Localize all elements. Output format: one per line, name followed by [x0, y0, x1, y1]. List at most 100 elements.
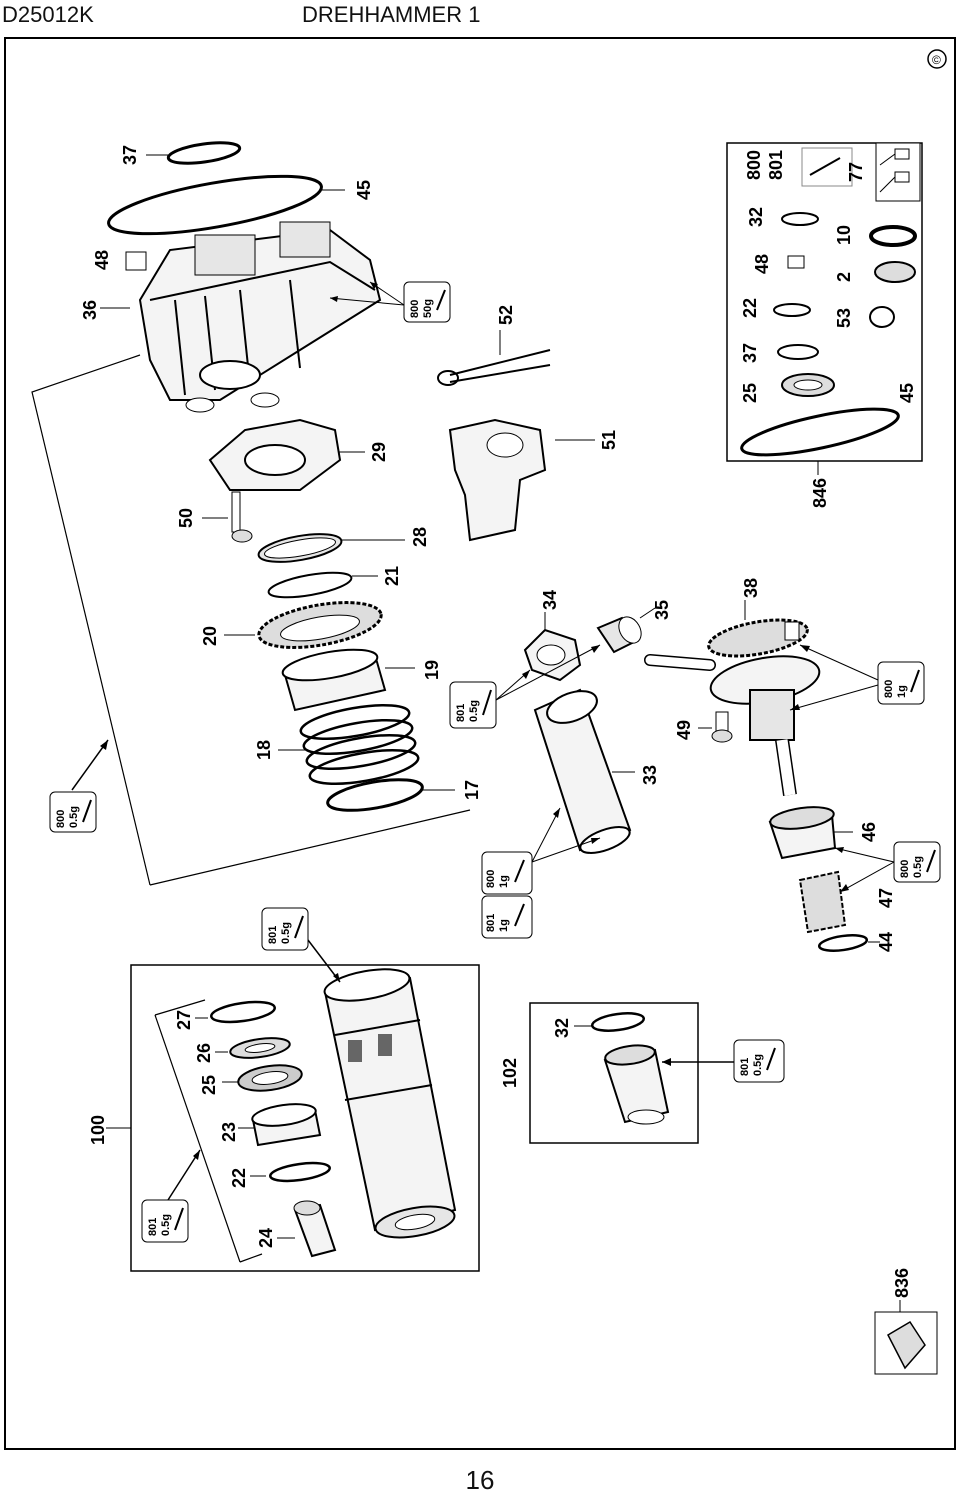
label-kit-800: 800 — [744, 150, 764, 180]
callout-label: 800 — [883, 680, 895, 698]
bearing-46 — [768, 806, 837, 860]
callout-label: 0.5g — [280, 922, 292, 944]
label-102: 102 — [500, 1058, 520, 1088]
callout-label: 1g — [896, 685, 908, 698]
label-kit-53: 53 — [834, 308, 854, 328]
assembly-102-box — [529, 1002, 699, 1144]
label-35: 35 — [652, 600, 672, 620]
label-50: 50 — [176, 508, 196, 528]
copyright-circle-icon — [927, 49, 947, 69]
label-22: 22 — [229, 1168, 249, 1188]
label-49: 49 — [674, 720, 694, 740]
callout-label: 801 — [147, 1218, 159, 1236]
label-46: 46 — [859, 822, 879, 842]
label-52: 52 — [496, 305, 516, 325]
callout-label: 0.5g — [752, 1054, 764, 1076]
label-19: 19 — [422, 660, 442, 680]
label-27: 27 — [174, 1010, 194, 1030]
callout-label: 800 — [409, 300, 421, 318]
striker-24 — [293, 1200, 337, 1258]
piston-35 — [596, 616, 642, 654]
callout-label: 0.5g — [912, 856, 924, 878]
assembly-100-box — [130, 964, 480, 1272]
spring-18 — [299, 703, 420, 786]
label-33: 33 — [640, 765, 660, 785]
label-26: 26 — [194, 1043, 214, 1063]
piston-102 — [603, 1044, 670, 1125]
bushing-23 — [251, 1103, 322, 1147]
pinion-47 — [798, 870, 847, 934]
corner-symbol: © — [932, 53, 941, 67]
tool-holder — [323, 968, 457, 1239]
clutch-19 — [281, 648, 387, 712]
page-number: 16 — [465, 1465, 495, 1495]
label-29: 29 — [369, 442, 389, 462]
diagram-title: DREHHAMMER 1 — [302, 2, 481, 27]
callout-label: 801 — [485, 914, 497, 932]
callout-label: 800 — [899, 860, 911, 878]
grease-tag-800-0.5g: 800 0.5g — [49, 791, 97, 833]
label-kit-37: 37 — [740, 343, 760, 363]
label-25: 25 — [199, 1075, 219, 1095]
gear-housing-36 — [138, 221, 382, 413]
switch-part-836 — [887, 1320, 926, 1370]
grease-tag-801-1g: 801 1g — [481, 895, 533, 939]
label-45: 45 — [354, 180, 374, 200]
grease-tag-801-0.5g: 801 0.5g — [449, 681, 497, 729]
label-kit-801: 801 — [766, 150, 786, 180]
callout-label: 1g — [498, 919, 510, 932]
label-kit-25: 25 — [740, 383, 760, 403]
label-kit-32: 32 — [746, 207, 766, 227]
label-kit-48: 48 — [752, 254, 772, 274]
callout-label: 0.5g — [68, 806, 80, 828]
label-846: 846 — [810, 478, 830, 508]
callout-label: 800 — [485, 870, 497, 888]
cylinder-33 — [533, 688, 632, 854]
callout-label: 800 — [55, 810, 67, 828]
grease-tag-801-0.5g-top: 801 0.5g — [261, 907, 309, 951]
label-18: 18 — [254, 740, 274, 760]
label-kit-10: 10 — [834, 225, 854, 245]
grease-tag-801-0.5g-left: 801 0.5g — [141, 1199, 189, 1243]
label-28: 28 — [410, 527, 430, 547]
label-100: 100 — [88, 1115, 108, 1145]
label-kit-22: 22 — [740, 298, 760, 318]
callout-label: 0.5g — [468, 700, 480, 722]
label-34: 34 — [540, 590, 560, 610]
callout-label: 50g — [422, 299, 434, 318]
grease-tag-801-0.5g-right: 801 0.5g — [733, 1039, 785, 1083]
label-44: 44 — [876, 932, 896, 952]
label-836: 836 — [892, 1268, 912, 1298]
label-21: 21 — [382, 566, 402, 586]
flange-29 — [208, 418, 342, 491]
model-number: D25012K — [2, 2, 94, 27]
grease-tag-800-0.5g-bearing: 800 0.5g — [893, 841, 941, 883]
label-37: 37 — [120, 145, 140, 165]
label-48: 48 — [92, 250, 112, 270]
callout-label: 801 — [267, 926, 279, 944]
grease-tag-800-1g: 800 1g — [481, 851, 533, 895]
label-24: 24 — [256, 1228, 276, 1248]
label-51: 51 — [599, 430, 619, 450]
callout-label: 1g — [498, 875, 510, 888]
label-20: 20 — [200, 626, 220, 646]
crank-38 — [644, 618, 821, 797]
label-38: 38 — [741, 578, 761, 598]
label-36: 36 — [80, 300, 100, 320]
grease-tag-800-50g: 800 50g — [403, 281, 451, 323]
label-32: 32 — [552, 1018, 572, 1038]
label-47: 47 — [876, 888, 896, 908]
label-kit-77: 77 — [846, 162, 866, 182]
nut-34 — [523, 628, 582, 682]
label-kit-45: 45 — [897, 383, 917, 403]
kit-846-box — [726, 142, 923, 462]
label-23: 23 — [219, 1122, 239, 1142]
callout-label: 801 — [739, 1058, 751, 1076]
label-kit-2: 2 — [834, 272, 854, 282]
label-17: 17 — [462, 780, 482, 800]
callout-label: 801 — [455, 704, 467, 722]
grease-tag-800-1g-crank: 800 1g — [877, 661, 925, 705]
gear-20 — [257, 601, 383, 649]
grease-tube-icon — [801, 147, 853, 187]
